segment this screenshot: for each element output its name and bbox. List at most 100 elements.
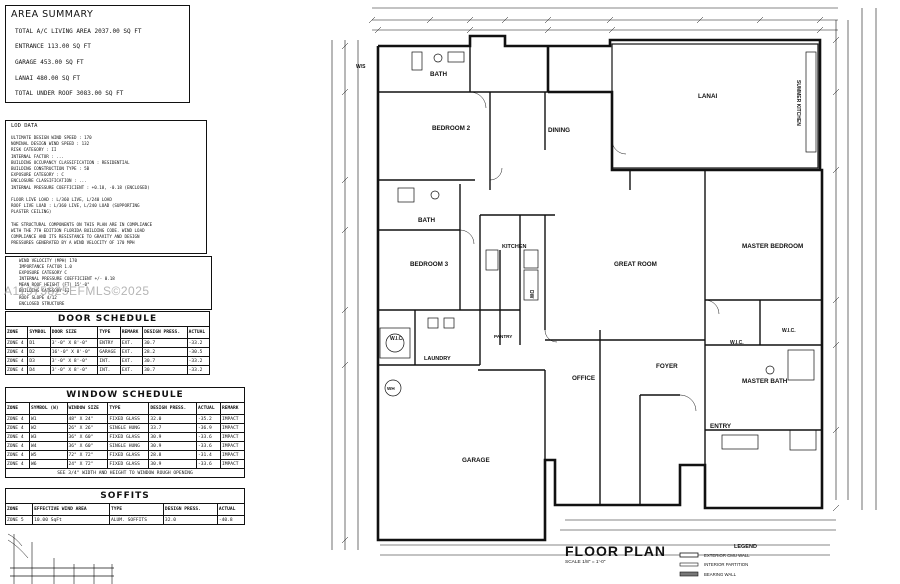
schedule-cell: IMPACT: [219, 459, 246, 469]
schedule-header-cell: TYPE: [107, 402, 150, 415]
schedule-header-cell: ACTUAL: [195, 402, 221, 415]
data-line: ULTIMATE DESIGN WIND SPEED : 170: [11, 135, 92, 140]
room-label-great-room: GREAT ROOM: [614, 261, 657, 268]
data-line: INTERNAL FACTOR : ...: [11, 153, 64, 159]
schedule-cell: EXT.: [119, 356, 144, 366]
floor-plan-scale: SCALE 1/8" = 1'-0": [565, 560, 606, 565]
room-label-master-bedroom: MASTER BEDROOM: [742, 243, 803, 250]
legend-item: BEARING WALL: [704, 572, 737, 577]
schedule-cell: 32.0: [148, 414, 197, 424]
schedule-header-cell: TYPE: [97, 326, 121, 339]
schedule-cell: -33.6: [195, 441, 221, 451]
area-summary-row: TOTAL UNDER ROOF 3083.00 SQ FT: [15, 90, 124, 97]
floor-plan-drawing: BATH W/S LANAI BEDROOM 2 DINING BATH KIT…: [331, 7, 877, 577]
schedule-cell: GARAGE: [97, 347, 121, 357]
schedule-cell: FIXED GLASS: [107, 414, 150, 424]
schedule-header-cell: TYPE: [109, 503, 164, 516]
schedule-header-cell: DESIGN PRESS.: [148, 402, 197, 415]
schedule-cell: SINGLE HUNG: [107, 441, 150, 451]
room-label-ws: W/S: [356, 64, 366, 70]
schedule-cell: -31.4: [195, 450, 221, 460]
listing-watermark: A11975825EFMLS©2025: [4, 284, 150, 298]
schedule-cell: ZONE 4: [4, 338, 29, 348]
room-label-dining: DINING: [548, 127, 570, 134]
data-line: PLASTER CEILING): [11, 209, 52, 215]
schedule-cell: IMPACT: [219, 432, 246, 442]
legend-title: LEGEND: [734, 544, 757, 550]
room-label-pantry: PANTRY: [494, 334, 512, 339]
room-label-kitchen: KITCHEN: [502, 244, 526, 250]
room-label-laundry: LAUNDRY: [424, 356, 451, 362]
data-line: NOMINAL DESIGN WIND SPEED : 132: [11, 141, 90, 147]
schedule-cell: 26" X 26": [66, 423, 109, 433]
room-label-bedroom-3: BEDROOM 3: [410, 261, 449, 268]
room-label-entry: ENTRY: [710, 423, 732, 430]
legend-item: EXTERIOR CMU WALL: [704, 553, 750, 558]
schedule-header-cell: ACTUAL: [186, 326, 211, 339]
schedule-cell: 30.7: [142, 365, 188, 375]
schedule-cell: -33.2: [186, 338, 211, 348]
data-line: THE STRUCTURAL COMPONENTS ON THIS PLAN A…: [11, 221, 153, 227]
room-label-wic: W.I.C.: [390, 336, 404, 342]
schedule-header-cell: SYMBOL: [27, 326, 51, 339]
room-label-bath: BATH: [430, 71, 447, 78]
schedule-cell: W4: [28, 441, 68, 451]
schedule-header-cell: ZONE: [4, 326, 29, 339]
schedule-cell: D3: [27, 356, 51, 366]
schedule-cell: 28.8: [148, 450, 197, 460]
schedule-cell: -33.6: [195, 459, 221, 469]
schedule-cell: ZONE 4: [5, 450, 30, 460]
schedule-cell: ZONE 4: [5, 432, 30, 442]
data-line: PRESSURES GENERATED BY A WIND VELOCITY O…: [11, 240, 135, 246]
schedule-cell: W3: [28, 432, 68, 442]
data-line: MEAN ROOF HEIGHT (FT) 15'-0": [19, 282, 90, 288]
room-label-garage: GARAGE: [462, 457, 490, 464]
schedule-cell: 72" X 72": [66, 450, 109, 460]
schedule-header-cell: ACTUAL: [216, 503, 246, 516]
data-line: BUILDING CATEGORY II: [19, 288, 70, 294]
legend-item: INTERIOR PARTITION: [704, 562, 748, 567]
data-line: EXPOSURE CATEGORY : C: [11, 172, 64, 178]
data-line: WITH THE 7TH EDITION FLORIDA BUILDING CO…: [11, 227, 145, 233]
room-label-bedroom-2: BEDROOM 2: [432, 125, 471, 132]
room-label-lanai: LANAI: [698, 93, 717, 100]
schedule-cell: ZONE 4: [4, 365, 29, 375]
room-label-wic-3: W.I.C.: [782, 328, 796, 334]
area-summary-row: LANAI 480.00 SQ FT: [15, 75, 81, 82]
load-data-title: LOD DATA: [11, 123, 38, 129]
schedule-cell: FIXED GLASS: [107, 450, 150, 460]
load-data-box: LOD DATA ULTIMATE DESIGN WIND SPEED : 17…: [5, 120, 207, 254]
floor-plan-title: FLOOR PLAN: [565, 543, 666, 559]
room-label-dw: DW: [528, 290, 534, 299]
schedule-note: SEE 3/4" WIDTH AND HEIGHT TO WINDOW ROUG…: [5, 468, 245, 478]
schedule-header-cell: ZONE: [5, 402, 30, 415]
data-line: ROOF SLOPE 4/12: [19, 294, 57, 300]
data-line: ENCLOSURE CLASSIFICATION : ...: [11, 178, 87, 184]
schedule-cell: 30.9: [148, 432, 197, 442]
data-line: FLOOR LIVE LOAD : L/360 LIVE, L/240 LOAD: [11, 196, 112, 202]
soffits-title: SOFFITS: [5, 488, 245, 504]
schedule-cell: 24" X 72": [66, 459, 109, 469]
room-label-bath-2: BATH: [418, 217, 435, 224]
schedule-cell: 36" X 60": [66, 432, 109, 442]
data-line: BUILDING OCCUPANCY CLASSIFICATION : RESI…: [11, 159, 130, 165]
schedule-cell: -36.9: [195, 423, 221, 433]
data-line: INTERNAL PRESSURE COEFFICIENT +/- 0.18: [19, 276, 115, 282]
schedule-header-cell: DESIGN PRESS.: [142, 326, 188, 339]
room-label-wh: WH: [387, 386, 395, 391]
area-summary-row: GARAGE 453.00 SQ FT: [15, 59, 84, 66]
schedule-cell: D2: [27, 347, 51, 357]
schedule-cell: -40.8: [216, 515, 246, 525]
data-line: WIND VELOCITY (MPH) 170: [19, 258, 77, 263]
schedule-cell: 36" X 60": [66, 441, 109, 451]
schedule-cell: ZONE 5: [4, 515, 34, 525]
schedule-cell: -30.5: [186, 347, 211, 357]
